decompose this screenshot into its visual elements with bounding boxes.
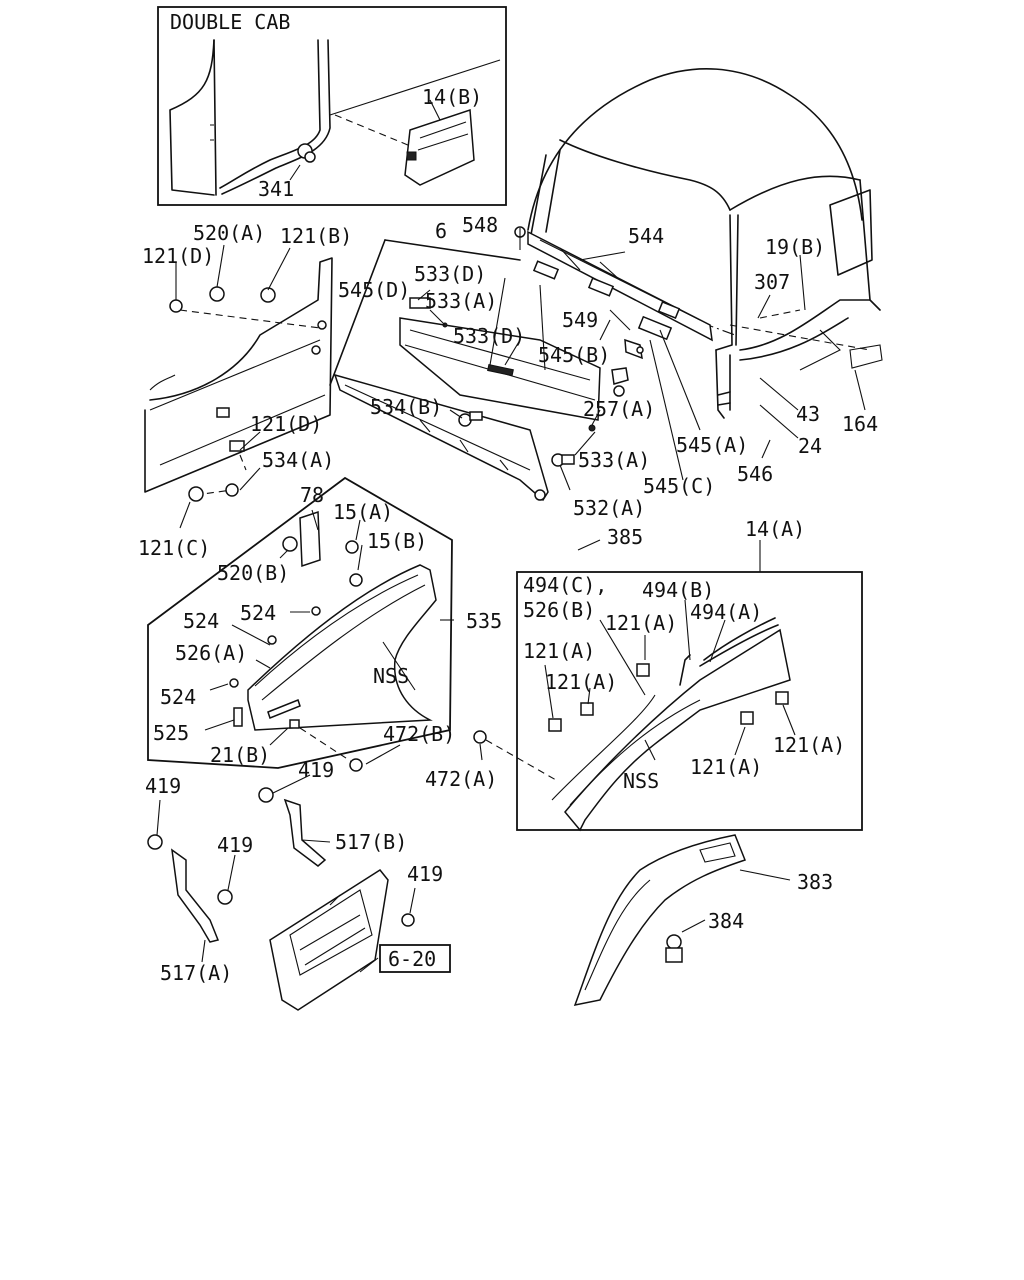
label-535: 535: [466, 609, 502, 633]
label-472b: 472(B): [383, 722, 455, 746]
label-419-4: 419: [407, 862, 443, 886]
label-548: 548: [462, 213, 498, 237]
grille-panel-6: [329, 239, 601, 502]
label-534a: 534(A): [262, 448, 334, 472]
label-472a: 472(A): [425, 767, 497, 791]
label-341: 341: [258, 177, 294, 201]
label-549: 549: [562, 308, 598, 332]
label-43: 43: [796, 402, 820, 426]
label-121d-top: 121(D): [142, 244, 214, 268]
label-533a-2: 533(A): [578, 448, 650, 472]
label-121a-2: 121(A): [523, 639, 595, 663]
label-525: 525: [153, 721, 189, 745]
label-545c: 545(C): [643, 474, 715, 498]
label-383: 383: [797, 870, 833, 894]
label-385: 385: [607, 525, 643, 549]
label-526a: 526(A): [175, 641, 247, 665]
label-24: 24: [798, 434, 822, 458]
label-121a-3: 121(A): [545, 670, 617, 694]
label-384: 384: [708, 909, 744, 933]
ref-box-6-20: [379, 944, 451, 973]
label-6: 6: [435, 219, 447, 243]
label-419-2: 419: [145, 774, 181, 798]
label-546: 546: [737, 462, 773, 486]
label-307: 307: [754, 270, 790, 294]
label-533d-2: 533(D): [453, 324, 525, 348]
mudguard-383: [573, 834, 746, 1006]
label-15b: 15(B): [367, 529, 427, 553]
callout-labels: 520(A) 121(B) 121(D) 6 548 544 19(B) 533…: [138, 213, 878, 985]
label-494a: 494(A): [690, 600, 762, 624]
label-419-3: 419: [217, 833, 253, 857]
label-545a: 545(A): [676, 433, 748, 457]
label-19b: 19(B): [765, 235, 825, 259]
label-533d-1: 533(D): [414, 262, 486, 286]
label-524-2: 524: [183, 609, 219, 633]
label-15a: 15(A): [333, 500, 393, 524]
fender-535-group: [147, 476, 557, 781]
label-257a: 257(A): [583, 397, 655, 421]
label-520b: 520(B): [217, 561, 289, 585]
label-121b: 121(B): [280, 224, 352, 248]
label-121a-1: 121(A): [605, 611, 677, 635]
leader-lines: [156, 228, 866, 973]
label-517b: 517(B): [335, 830, 407, 854]
cab-body: [527, 68, 883, 419]
label-545d: 545(D): [338, 278, 410, 302]
label-419-1: 419: [298, 758, 334, 782]
label-164: 164: [842, 412, 878, 436]
label-14a: 14(A): [745, 517, 805, 541]
label-21b: 21(B): [210, 743, 270, 767]
label-nss-1: NSS: [373, 664, 409, 688]
label-121d-mid: 121(D): [250, 412, 322, 436]
label-494b: 494(B): [642, 578, 714, 602]
label-517a: 517(A): [160, 961, 232, 985]
lower-brackets: [147, 787, 415, 1011]
label-nss-2: NSS: [623, 769, 659, 793]
label-524-3: 524: [160, 685, 196, 709]
label-6-20: 6-20: [388, 947, 436, 971]
label-532a: 532(A): [573, 496, 645, 520]
label-526b: 526(B): [523, 598, 595, 622]
label-121a-4: 121(A): [773, 733, 845, 757]
label-534b: 534(B): [370, 395, 442, 419]
label-545b: 545(B): [538, 343, 610, 367]
label-544: 544: [628, 224, 664, 248]
label-78: 78: [300, 483, 324, 507]
inset-title: DOUBLE CAB: [170, 10, 290, 34]
windshield-trim-544: [514, 226, 713, 397]
label-524-1: 524: [240, 601, 276, 625]
label-121c: 121(C): [138, 536, 210, 560]
label-14b-inset: 14(B): [422, 85, 482, 109]
label-121a-5: 121(A): [690, 755, 762, 779]
double-cab-inset: DOUBLE CAB 14(B) 341: [157, 6, 507, 206]
label-494c: 494(C),: [523, 573, 607, 597]
left-corner-panel: [144, 257, 333, 502]
label-533a-1: 533(A): [425, 289, 497, 313]
fender-14a-box: [516, 571, 863, 832]
label-520a: 520(A): [193, 221, 265, 245]
